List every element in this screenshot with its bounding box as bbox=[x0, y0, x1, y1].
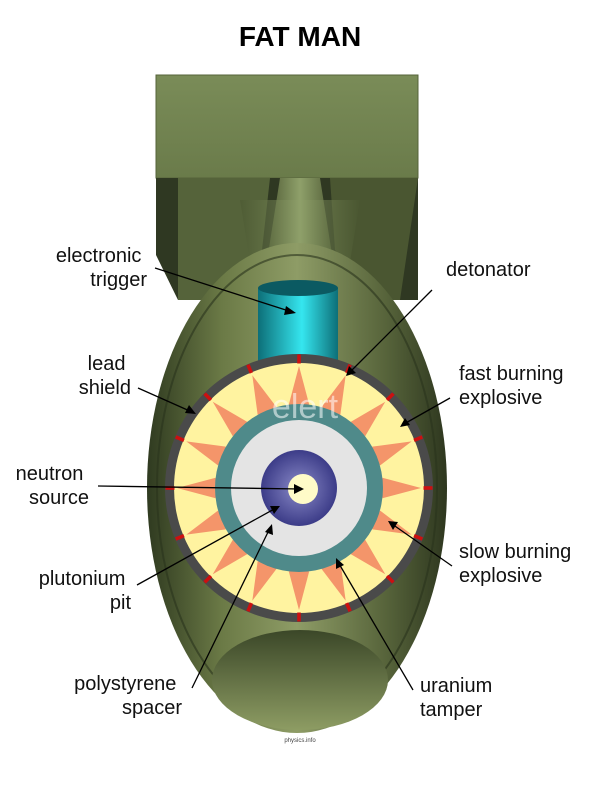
leader-fast-burning bbox=[403, 397, 451, 425]
arrow-plutonium-pit bbox=[270, 506, 280, 514]
watermark-text: elert bbox=[272, 388, 339, 426]
label-neutron-source: neutron source bbox=[16, 463, 89, 509]
detonator-mark bbox=[203, 574, 213, 584]
slow-explosive-lens bbox=[382, 477, 421, 499]
slow-explosive-lens bbox=[350, 401, 386, 437]
label-slow-burning-explosive: slow burning explosive bbox=[459, 541, 577, 587]
arrow-fast-burning bbox=[400, 418, 410, 427]
slow-explosive-lens bbox=[288, 366, 310, 405]
leader-detonator bbox=[349, 289, 433, 373]
detonator-mark bbox=[174, 435, 185, 443]
leader-electronic-trigger bbox=[154, 267, 293, 313]
detonator-mark bbox=[246, 602, 254, 613]
slow-explosive-lens bbox=[186, 441, 226, 466]
label-plutonium-pit: plutonium pit bbox=[39, 568, 132, 614]
slow-explosive-lens bbox=[350, 539, 386, 575]
slow-explosive-lens bbox=[186, 510, 226, 535]
detonator-mark bbox=[413, 435, 424, 443]
arrow-slow-burning bbox=[388, 521, 398, 530]
arrow-neutron-source bbox=[294, 484, 304, 494]
arrow-detonator bbox=[346, 366, 356, 376]
arrow-uranium-tamper bbox=[336, 558, 344, 569]
slow-explosive-lens bbox=[288, 571, 310, 610]
detonator-mark bbox=[423, 486, 433, 490]
leader-neutron-source bbox=[97, 485, 301, 490]
label-electronic-trigger: electronic trigger bbox=[56, 245, 147, 291]
detonator-mark bbox=[344, 602, 352, 613]
leader-polystyrene-spacer bbox=[191, 527, 271, 689]
credit-text: physics.info bbox=[284, 738, 316, 744]
arrow-electronic-trigger bbox=[284, 306, 296, 315]
detonator-marks bbox=[165, 354, 433, 622]
nose-cap bbox=[212, 630, 388, 730]
arrow-lead-shield bbox=[185, 405, 196, 414]
detonator-mark bbox=[174, 533, 185, 541]
page-title: FAT MAN bbox=[239, 21, 361, 52]
detonator-mark bbox=[297, 354, 301, 364]
detonator-mark bbox=[246, 363, 254, 374]
slow-explosive-lenses bbox=[177, 366, 421, 610]
slow-explosive-lens bbox=[321, 561, 346, 601]
leader-slow-burning bbox=[391, 523, 453, 567]
slow-explosive-lens bbox=[212, 401, 248, 437]
label-fast-burning-explosive: fast burning explosive bbox=[459, 363, 569, 409]
electronic-trigger-cylinder bbox=[258, 280, 338, 362]
leader-plutonium-pit bbox=[136, 507, 277, 586]
slow-explosive-lens bbox=[372, 441, 412, 466]
slow-explosive-lens bbox=[212, 539, 248, 575]
slow-explosive-lens bbox=[252, 375, 277, 415]
label-lead-shield: lead shield bbox=[79, 353, 131, 399]
detonator-mark bbox=[385, 574, 395, 584]
arrow-polystyrene-spacer bbox=[265, 524, 273, 535]
leader-lines bbox=[97, 267, 453, 691]
detonator-mark bbox=[203, 392, 213, 402]
leader-uranium-tamper bbox=[337, 561, 414, 691]
slow-explosive-lens bbox=[321, 375, 346, 415]
detonator-mark bbox=[413, 533, 424, 541]
label-uranium-tamper: uranium tamper bbox=[420, 675, 498, 721]
leader-arrowheads bbox=[185, 306, 410, 569]
slow-explosive-lens bbox=[252, 561, 277, 601]
label-polystyrene-spacer: polystyrene spacer bbox=[74, 673, 182, 719]
leader-lead-shield bbox=[137, 387, 193, 413]
detonator-mark bbox=[297, 612, 301, 622]
detonator-mark bbox=[385, 392, 395, 402]
label-detonator: detonator bbox=[446, 259, 531, 281]
